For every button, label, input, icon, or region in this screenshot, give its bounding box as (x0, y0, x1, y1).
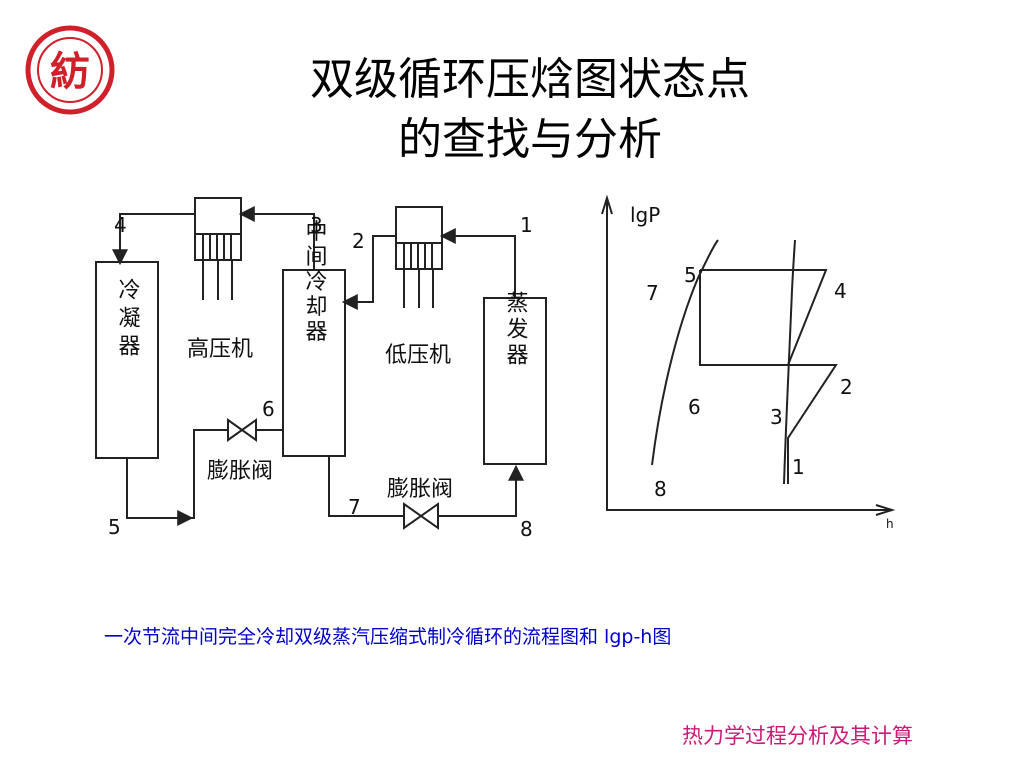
evaporator-label: 蒸发器 (503, 291, 529, 369)
flow-point-6: 6 (262, 397, 275, 421)
saturated-vapor-line (783, 239, 796, 485)
lgph-diagram (601, 194, 896, 516)
title-line-2: 的查找与分析 (398, 114, 662, 165)
footer-text: 热力学过程分析及其计算 (682, 724, 913, 748)
flow-point-8: 8 (520, 517, 533, 541)
lp-compressor (395, 206, 443, 308)
expansion-valve-1-label: 膨胀阀 (207, 459, 273, 484)
lgph-ylabel: lgP (630, 203, 660, 227)
expansion-valve-2 (403, 502, 439, 530)
lgph-point-4: 4 (834, 279, 847, 303)
lgph-point-1: 1 (792, 455, 805, 479)
expansion-valve-2-label: 膨胀阀 (387, 477, 453, 502)
lp-compressor-label: 低压机 (385, 343, 451, 368)
saturated-liquid-line (651, 239, 719, 466)
condenser-label: 冷凝器 (115, 278, 141, 362)
lgph-point-6: 6 (688, 395, 701, 419)
intercooler-label: 中间冷却器 (302, 220, 328, 345)
flow-point-7: 7 (348, 495, 361, 519)
lgph-xlabel: h (886, 517, 894, 531)
page-title: 双级循环压焓图状态点 的查找与分析 (180, 50, 880, 170)
hp-cycle (700, 269, 828, 366)
lgph-point-8: 8 (654, 477, 667, 501)
lgph-point-5: 5 (684, 263, 697, 287)
flow-point-1: 1 (520, 213, 533, 237)
logo: 紡 (25, 25, 115, 115)
flow-chart (95, 197, 547, 530)
title-line-1: 双级循环压焓图状态点 (310, 54, 750, 105)
flow-point-4: 4 (114, 213, 127, 237)
flow-point-5: 5 (108, 515, 121, 539)
lgph-point-7: 7 (646, 281, 659, 305)
logo-glyph: 紡 (50, 49, 90, 95)
flow-point-3: 3 (310, 213, 323, 237)
hp-compressor-label: 高压机 (187, 337, 253, 362)
hp-compressor (194, 197, 242, 300)
expansion-valve-1 (227, 418, 257, 442)
flow-point-2: 2 (352, 229, 365, 253)
lgph-axes (606, 200, 890, 511)
lgph-point-3: 3 (770, 405, 783, 429)
cycle-path (699, 270, 838, 484)
lgph-point-2: 2 (840, 375, 853, 399)
figure-caption: 一次节流中间完全冷却双级蒸汽压缩式制冷循环的流程图和 lgp-h图 (104, 626, 672, 648)
